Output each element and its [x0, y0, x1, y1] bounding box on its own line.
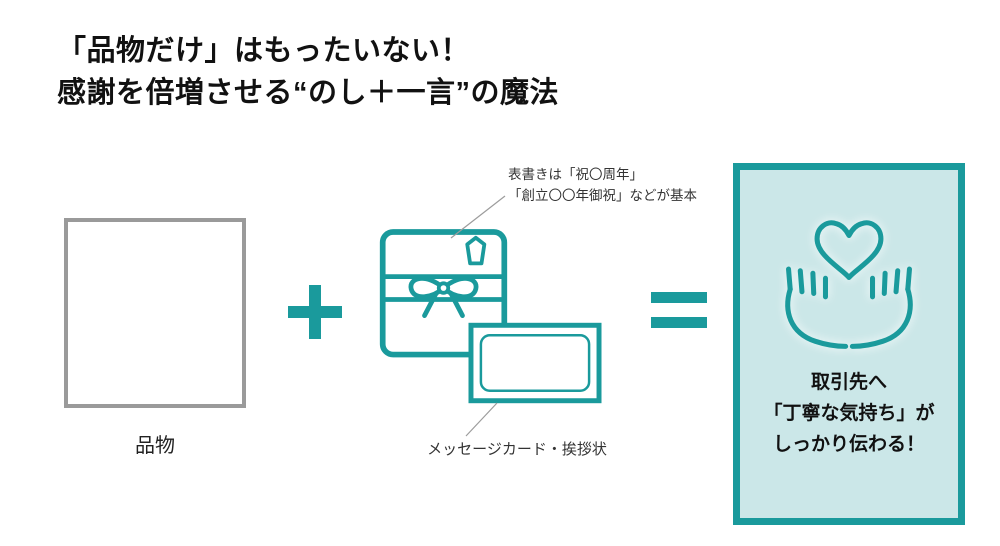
plus-vertical-bar — [309, 285, 321, 339]
page-title-line2: 感謝を倍増させる“のし＋一言”の魔法 — [57, 77, 560, 110]
result-panel: 取引先へ 「丁寧な気持ち」が しっかり伝わる！ — [733, 163, 965, 525]
page-title: 「品物だけ」はもったいない！ 感謝を倍増させる“のし＋一言”の魔法 — [57, 30, 559, 114]
noshi-annotation: 表書きは「祝〇周年」 「創立〇〇年御祝」などが基本 — [508, 165, 697, 207]
card-label: メッセージカード・挨拶状 — [427, 441, 607, 458]
page-title-line1: 「品物だけ」はもったいない！ — [57, 35, 471, 67]
message-card-icon — [468, 322, 602, 404]
result-text-line2: 「丁寧な気持ち」が — [763, 402, 935, 424]
equals-bottom-bar — [651, 317, 707, 328]
result-text-line3: しっかり伝わる！ — [772, 433, 925, 455]
item-label: 品物 — [135, 435, 175, 457]
item-square — [64, 218, 246, 408]
result-text-line1: 取引先へ — [810, 372, 887, 393]
result-text: 取引先へ 「丁寧な気持ち」が しっかり伝わる！ — [763, 368, 934, 460]
equals-icon — [651, 292, 707, 332]
noshi-annotation-line2: 「創立〇〇年御祝」などが基本 — [508, 187, 697, 203]
equals-top-bar — [651, 292, 707, 303]
plus-icon — [288, 285, 342, 339]
noshi-annotation-line1: 表書きは「祝〇周年」 — [508, 167, 643, 182]
heart-in-hands-icon — [785, 220, 913, 349]
